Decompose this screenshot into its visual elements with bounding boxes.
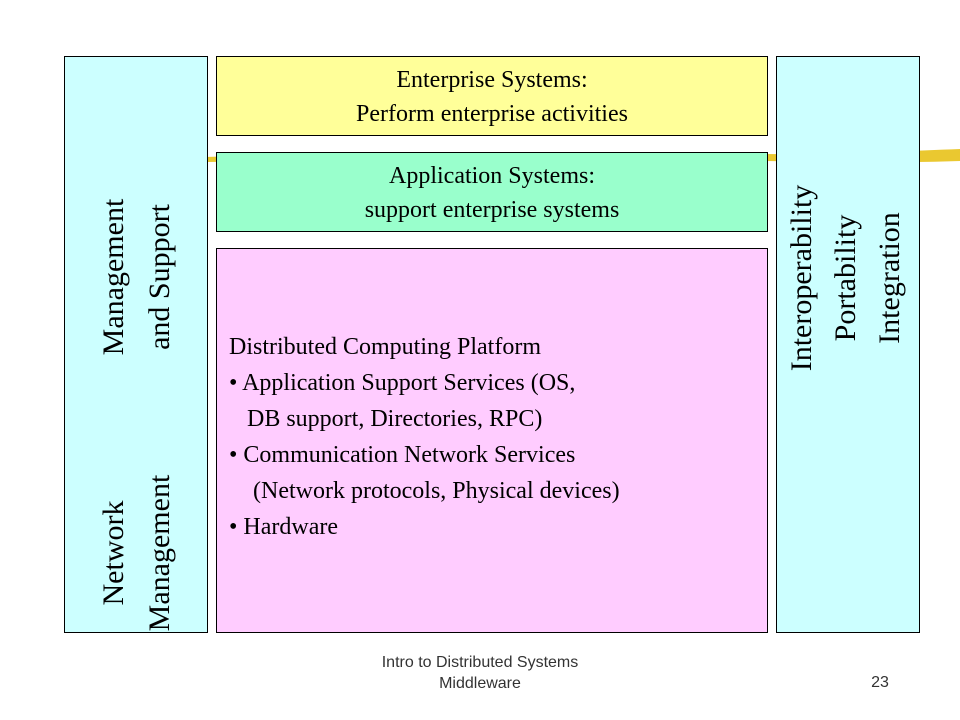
platform-item-communication-cont: (Network protocols, Physical devices) [229, 478, 620, 504]
enterprise-title: Enterprise Systems: [396, 67, 588, 93]
footer-title-line1: Intro to Distributed Systems [381, 654, 579, 671]
interoperability-column: Interoperability Portability Integration [776, 56, 920, 633]
network-line: Network [97, 500, 130, 606]
platform-item-application-support-cont: DB support, Directories, RPC) [229, 406, 543, 432]
application-title: Application Systems: [389, 163, 595, 189]
enterprise-description: Perform enterprise activities [356, 101, 628, 127]
interoperability-line: Interoperability [785, 184, 818, 372]
interoperability-label: Interoperability Portability Integration [780, 78, 918, 478]
and-support-line: and Support [143, 204, 176, 350]
application-systems-box: Application Systems: support enterprise … [216, 152, 768, 232]
application-description: support enterprise systems [364, 197, 620, 223]
enterprise-systems-box: Enterprise Systems: Perform enterprise a… [216, 56, 768, 136]
platform-item-communication: • Communication Network Services [229, 442, 576, 468]
platform-title: Distributed Computing Platform [229, 334, 541, 360]
integration-line: Integration [873, 212, 906, 344]
management-line: Management [97, 198, 130, 356]
management-support-column: Management and Support Network Managemen… [64, 56, 208, 633]
footer-title: Intro to Distributed Systems Middleware [300, 652, 660, 694]
portability-line: Portability [829, 214, 862, 342]
management-support-label: Management and Support [91, 147, 183, 407]
distributed-computing-platform-box: Distributed Computing Platform • Applica… [216, 248, 768, 633]
platform-item-application-support: • Application Support Services (OS, [229, 370, 576, 396]
slide-number: 23 [871, 674, 889, 691]
footer-title-line2: Middleware [439, 675, 521, 692]
platform-item-hardware: • Hardware [229, 514, 339, 540]
network-management-label: Network Management [91, 443, 183, 663]
management-line-2: Management [143, 474, 176, 632]
